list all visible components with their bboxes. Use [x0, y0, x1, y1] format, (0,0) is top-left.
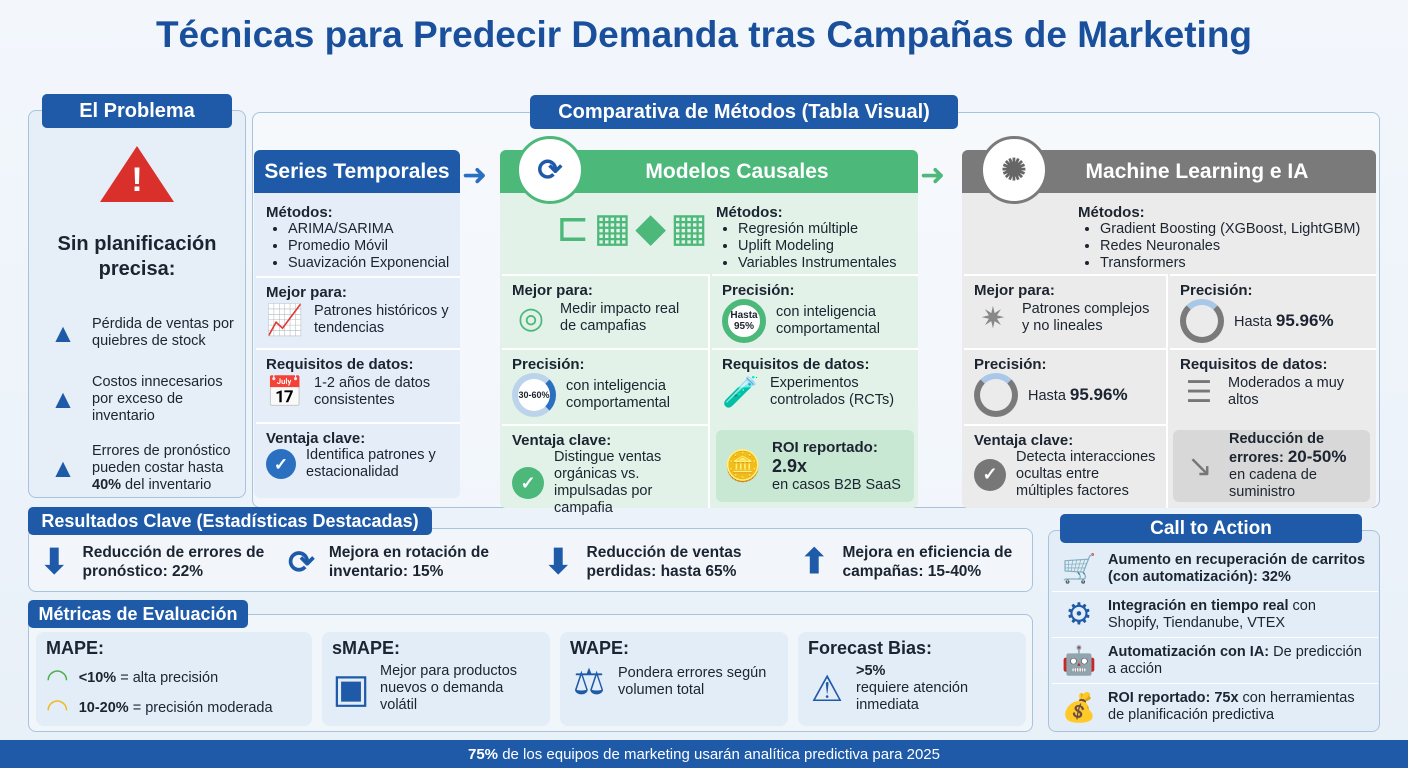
flowchart-icon: ⊏▦◆▦ — [556, 206, 712, 250]
warning-icon: ▲ — [50, 452, 76, 483]
metrics-header: Métricas de Evaluación — [28, 600, 248, 628]
money-bag-hand-icon: 💰 — [1061, 691, 1097, 723]
metric-mape: MAPE: ◠<10% = alta precisión ◠10-20% = p… — [36, 632, 312, 726]
warning-icon: ▲ — [50, 383, 76, 414]
ml-precision-2: Precisión:Hasta 95.96% — [964, 348, 1168, 424]
metric-wape: WAPE:⚖Pondera errores según volumen tota… — [560, 632, 788, 726]
refresh-icon: ⟳ — [288, 543, 315, 580]
page-title: Técnicas para Predecir Demanda tras Camp… — [155, 14, 1253, 55]
gauge-green-icon: ◠ — [46, 662, 69, 693]
coins-icon: 🪙 — [724, 449, 762, 483]
causal-precision-1: Precisión:Hasta 95%con inteligencia comp… — [712, 274, 918, 349]
precision-ring — [974, 373, 1018, 417]
arrow-down-icon: ⬇ — [544, 542, 573, 581]
brain-circuit-icon: ✺ — [980, 136, 1048, 204]
arrow-right-icon: ➜ — [462, 159, 488, 192]
comparison-header: Comparativa de Métodos (Tabla Visual) — [530, 95, 958, 129]
problem-item: ▲Pérdida de ventas por quiebres de stock — [44, 300, 240, 366]
problem-item: ▲Costos innecesarios por exceso de inven… — [44, 366, 240, 432]
cta-item: 🛒Aumento en recuperación de carritos (co… — [1052, 546, 1378, 592]
results-panel — [28, 528, 1033, 592]
causal-requirements: Requisitos de datos:🧪Experimentos contro… — [712, 348, 918, 417]
result-item: ⬇Reducción de ventas perdidas: hasta 65% — [544, 542, 742, 581]
arrow-down-icon: ⬇ — [40, 542, 69, 581]
result-item: ⟳Mejora en rotación de inventario: 15% — [288, 543, 490, 580]
series-best: Mejor para:📈Patrones históricos y tenden… — [256, 276, 460, 345]
network-icon: ✷ — [980, 301, 1006, 335]
ml-requirements: Requisitos de datos:☰Moderados a muy alt… — [1170, 348, 1376, 417]
precision-ring: Hasta 95% — [722, 299, 766, 343]
series-advantage: Ventaja clave:✓Identifica patrones y est… — [256, 422, 460, 487]
calendar-icon: 📅 — [266, 375, 304, 409]
problem-header: El Problema — [42, 94, 232, 128]
alert-icon — [100, 146, 174, 202]
arrow-right-icon: ➜ — [920, 159, 946, 192]
warning-icon: ▲ — [50, 317, 76, 348]
target-search-icon: ◎ — [517, 301, 545, 335]
causal-advantage: Ventaja clave:✓Distingue ventas orgánica… — [502, 424, 710, 516]
series-column — [254, 150, 460, 498]
series-methods: Métodos:ARIMA/SARIMAPromedio MóvilSuaviz… — [256, 198, 460, 278]
cta-item: 💰ROI reportado: 75x con herramientas de … — [1052, 684, 1378, 730]
precision-ring: 30-60% — [512, 373, 556, 417]
arrow-up-icon: ⬆ — [800, 542, 829, 581]
gauge-yellow-icon: ◠ — [46, 692, 69, 723]
series-requirements: Requisitos de datos:📅1-2 años de datos c… — [256, 348, 460, 417]
check-icon: ✓ — [512, 467, 544, 499]
chart-clock-icon: ⟳ — [516, 136, 584, 204]
results-header: Resultados Clave (Estadísticas Destacada… — [28, 507, 432, 535]
problem-list: ▲Pérdida de ventas por quiebres de stock… — [44, 300, 240, 504]
alert-mark: ! — [131, 161, 143, 199]
series-header: Series Temporales — [254, 150, 460, 193]
box-icon: ▣ — [332, 666, 370, 711]
scale-icon: ⚖ — [572, 661, 606, 702]
warning-icon: ⚠ — [810, 667, 844, 709]
problem-headline: Sin planificación precisa: — [57, 233, 217, 280]
footer-banner: 75% de los equipos de marketing usarán a… — [0, 740, 1408, 768]
ml-precision-1: Precisión:Hasta 95.96% — [1170, 274, 1376, 349]
chart-growth-icon: 📈 — [266, 303, 304, 337]
metric-smape: sMAPE:▣Mejor para productos nuevos o dem… — [322, 632, 550, 726]
cta-item: 🤖Automatización con IA: De predicción a … — [1052, 638, 1378, 684]
cart-plus-icon: 🛒 — [1061, 553, 1097, 584]
causal-precision-2: Precisión:30-60%con inteligencia comport… — [502, 348, 710, 424]
robot-icon: 🤖 — [1061, 645, 1097, 676]
test-tubes-icon: 🧪 — [722, 375, 760, 409]
causal-methods: Métodos:Regresión múltipleUplift Modelin… — [706, 198, 916, 278]
cta-panel — [1048, 530, 1380, 732]
precision-ring — [1180, 299, 1224, 343]
causal-best: Mejor para:◎Medir impacto real de campaf… — [502, 274, 710, 348]
ml-reduction: ↘Reducción de errores: 20-50%en cadena d… — [1173, 430, 1370, 502]
server-icon: ☰ — [1185, 375, 1213, 409]
problem-item: ▲Errores de pronóstico pueden costar has… — [44, 432, 240, 504]
result-item: ⬆Mejora en eficiencia de campañas: 15-40… — [800, 542, 1013, 581]
check-icon: ✓ — [266, 449, 296, 479]
ml-methods: Métodos:Gradient Boosting (XGBoost, Ligh… — [1068, 198, 1374, 278]
gear-sync-icon: ⚙ — [1065, 598, 1093, 631]
metric-bias: Forecast Bias:⚠>5%requiere atención inme… — [798, 632, 1026, 726]
result-item: ⬇Reducción de errores de pronóstico: 22% — [40, 542, 265, 581]
cta-item: ⚙Integración en tiempo real con Shopify,… — [1052, 592, 1378, 638]
trend-down-icon: ↘ — [1187, 449, 1213, 483]
ml-advantage: Ventaja clave:✓Detecta interacciones ocu… — [964, 424, 1168, 508]
ml-best: Mejor para:✷Patrones complejos y no line… — [964, 274, 1168, 348]
check-icon: ✓ — [974, 458, 1006, 491]
cta-header: Call to Action — [1060, 514, 1362, 543]
